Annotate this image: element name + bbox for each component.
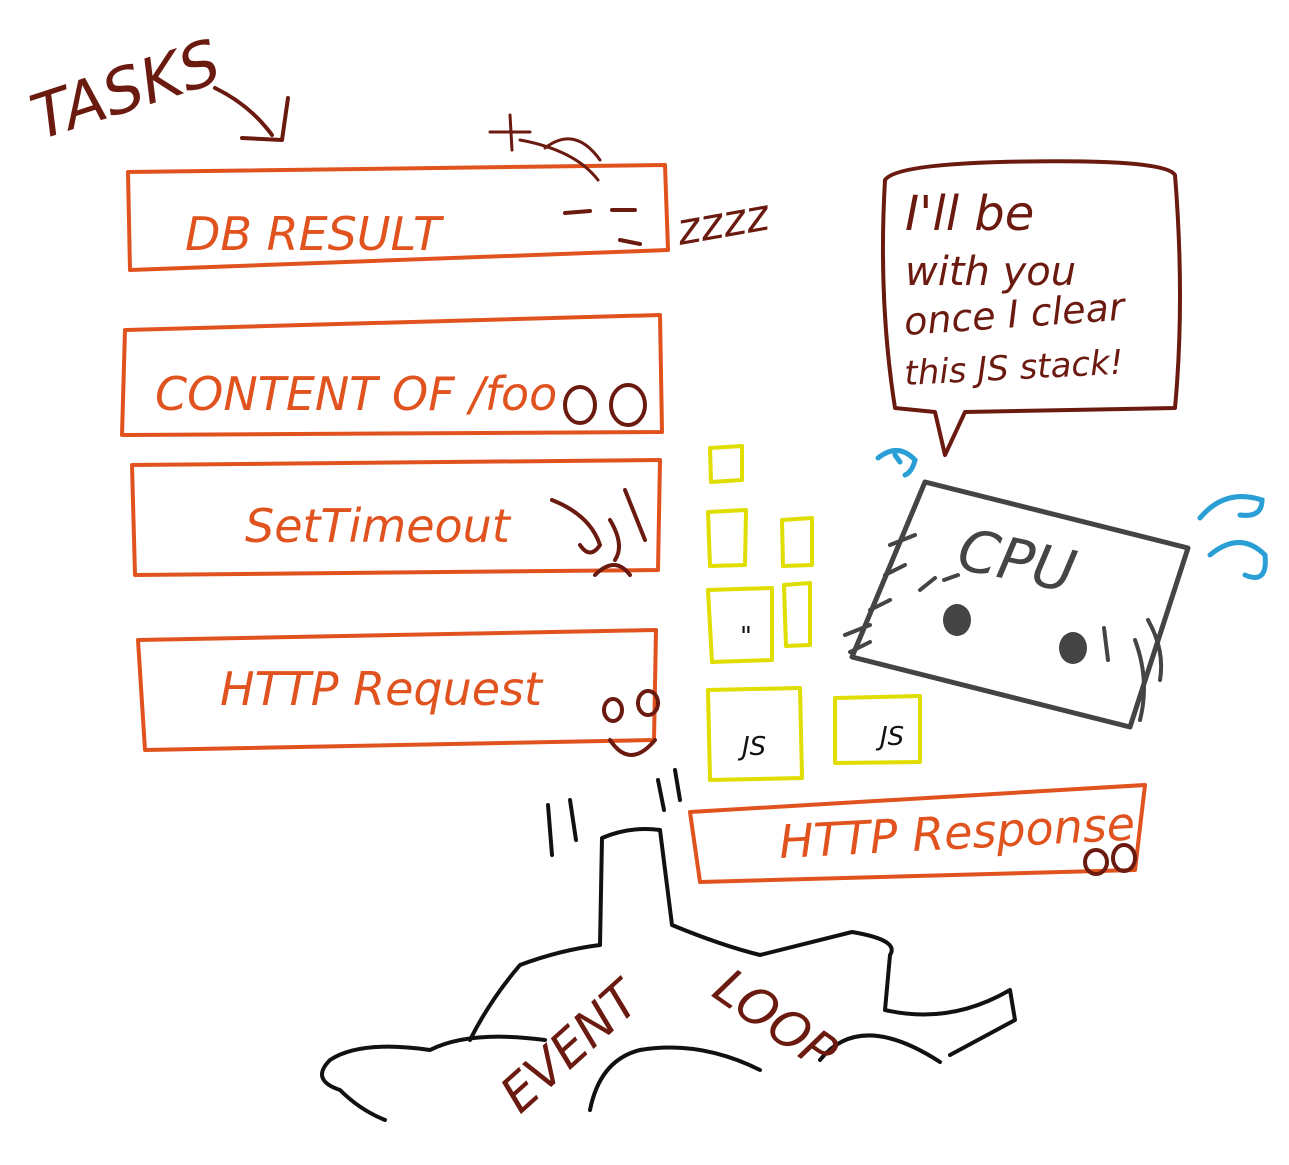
right-eye-icon	[1059, 632, 1087, 664]
cpu-label: CPU	[952, 515, 1081, 606]
js-block-label: JS	[737, 732, 766, 762]
task-label: HTTP Request	[220, 662, 544, 716]
left-eye-icon	[563, 385, 597, 425]
task-label: CONTENT OF /foo	[155, 367, 557, 421]
ditto-mark: "	[740, 622, 752, 652]
task-box	[120, 313, 664, 437]
stack-block	[706, 586, 774, 664]
sweat-drop-icon	[1197, 494, 1265, 521]
js-block-label: JS	[875, 722, 904, 752]
sweat-drop-icon	[875, 448, 918, 478]
left-brow-icon	[918, 573, 960, 592]
task-db-result: DB RESULT zzzz	[126, 113, 774, 272]
task-box	[130, 458, 662, 577]
sweat-drop-icon	[1207, 540, 1268, 580]
tasks-heading: TASKS	[22, 25, 229, 154]
sleepy-dash-eyes-icon	[563, 208, 642, 246]
right-brow-icon	[1102, 626, 1110, 662]
gear-icon	[320, 827, 1017, 1122]
right-eye-icon	[1111, 843, 1137, 873]
speech-line-2: with you	[905, 249, 1076, 295]
task-box	[126, 163, 670, 272]
cpu-character: CPU	[843, 448, 1268, 730]
stack-block	[706, 686, 804, 782]
left-eye-icon	[1083, 848, 1109, 876]
speech-bubble-outline	[880, 159, 1182, 457]
stack-block	[780, 516, 814, 568]
task-content-of-foo: CONTENT OF /foo	[120, 313, 664, 437]
cpu-left-pins-icon	[843, 533, 917, 654]
event-loop-word-2: LOOP	[703, 957, 848, 1083]
task-label: SetTimeout	[245, 499, 512, 553]
task-box	[688, 783, 1147, 884]
stack-block	[708, 444, 744, 484]
flyaway-hair-icon	[488, 113, 602, 182]
event-loop-word-1: EVENT	[489, 968, 653, 1124]
sweating-eyes-icon	[550, 488, 647, 562]
left-eye-icon	[602, 697, 624, 723]
right-eye-icon	[636, 689, 660, 717]
smile-icon	[608, 738, 657, 757]
tasks-heading-group: TASKS	[22, 25, 290, 154]
task-label: DB RESULT	[185, 207, 445, 261]
cpu-chip	[849, 479, 1191, 730]
speech-line-1: I'll be	[905, 186, 1034, 242]
left-eye-icon	[943, 604, 971, 636]
js-stack	[706, 444, 922, 782]
task-settimeout: SetTimeout	[130, 458, 662, 577]
down-arrow-icon	[213, 86, 290, 142]
mouth-icon	[593, 563, 632, 577]
task-label: HTTP Response	[778, 796, 1136, 869]
task-http-request: HTTP Request	[136, 628, 660, 757]
speech-line-4: this JS stack!	[903, 343, 1124, 394]
stack-block	[833, 694, 922, 765]
speech-bubble: I'll be with you once I clear this JS st…	[880, 159, 1182, 457]
motion-lines-icon	[546, 768, 682, 857]
right-eye-icon	[609, 383, 647, 427]
stack-block	[782, 581, 812, 648]
snore-text: zzzz	[672, 189, 774, 256]
task-http-response: HTTP Response	[688, 783, 1147, 884]
stack-block	[706, 508, 748, 568]
cpu-right-pins-icon	[1133, 618, 1164, 722]
